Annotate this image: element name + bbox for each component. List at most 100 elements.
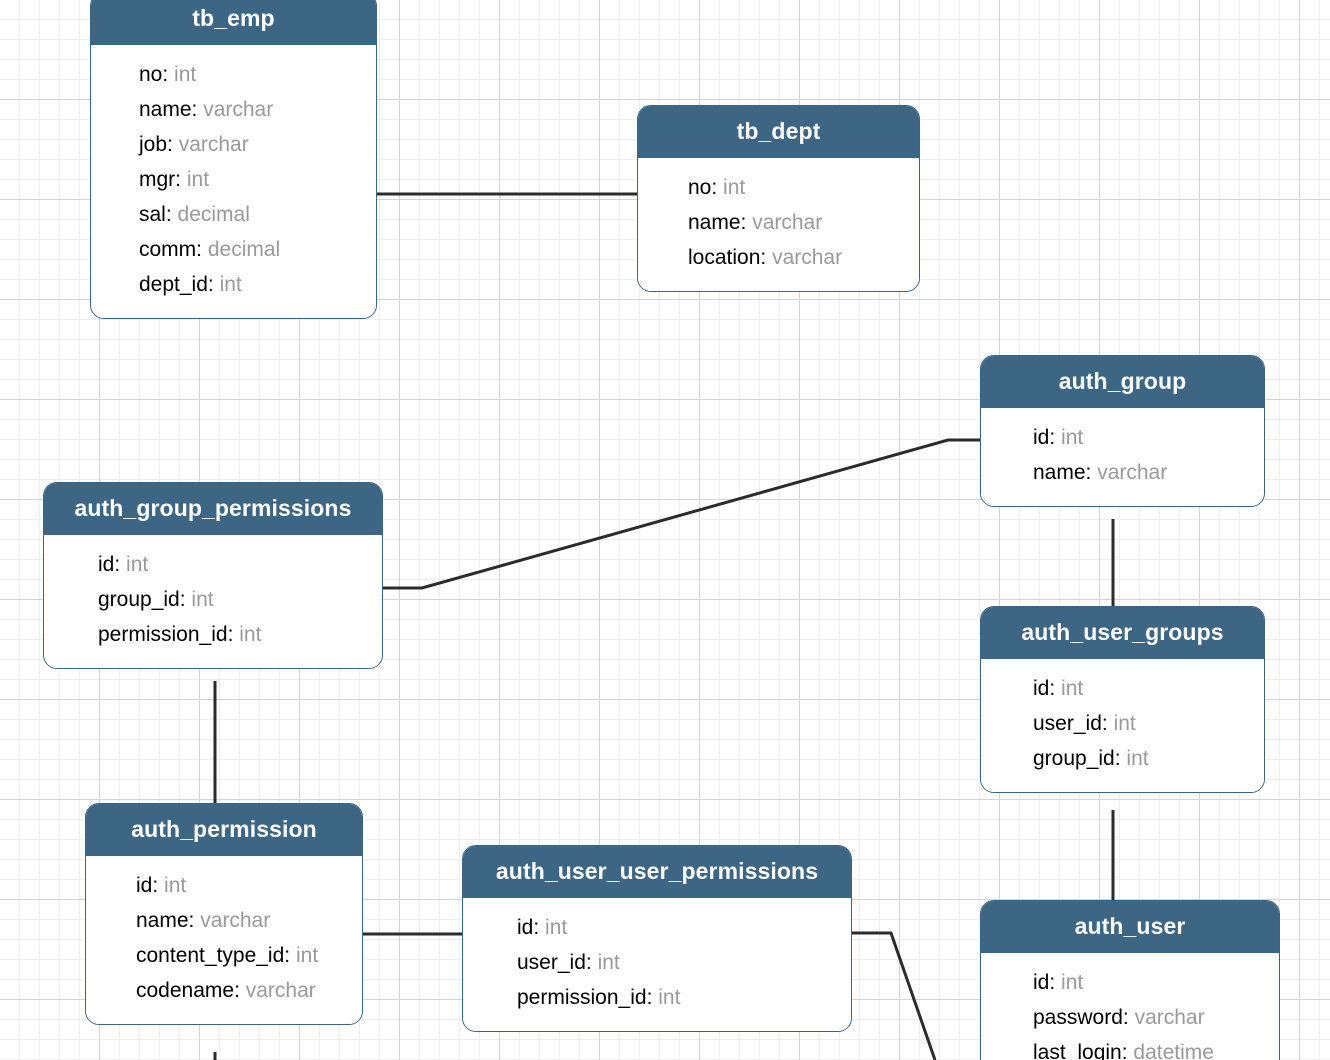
field-name: name <box>688 211 741 234</box>
entity-auth_user_groups[interactable]: auth_user_groups id: int user_id: int gr… <box>980 606 1265 793</box>
field-row: no: int <box>139 63 197 86</box>
field-row: location: varchar <box>688 246 843 269</box>
field-type: int <box>174 63 197 86</box>
field-row: no: int <box>688 176 746 199</box>
field-type: varchar <box>178 133 249 156</box>
field-type: int <box>597 951 620 974</box>
field-type: varchar <box>203 98 274 121</box>
field-name: id <box>517 916 534 939</box>
field-type: int <box>545 916 568 939</box>
entity-auth_permission[interactable]: auth_permission id: int name: varchar co… <box>85 803 363 1025</box>
entity-title-auth_user_user_permissions: auth_user_user_permissions <box>463 846 851 898</box>
entity-fields-tb_dept: no: int name: varchar location: varchar <box>638 158 919 291</box>
field-name: group_id <box>98 588 180 611</box>
field-row: mgr: int <box>139 168 210 191</box>
field-name: codename <box>136 979 235 1002</box>
field-row: group_id: int <box>1033 747 1149 770</box>
field-name: mgr <box>139 168 176 191</box>
field-type: int <box>1061 426 1084 449</box>
field-type: decimal <box>177 203 250 226</box>
field-row: comm: decimal <box>139 238 281 261</box>
field-type: datetime <box>1133 1041 1214 1060</box>
entity-auth_user_user_permissions[interactable]: auth_user_user_permissions id: int user_… <box>462 845 852 1032</box>
field-type: int <box>1061 677 1084 700</box>
field-type: varchar <box>1097 461 1168 484</box>
field-name: name <box>139 98 192 121</box>
field-row: permission_id: int <box>98 623 262 646</box>
field-name: sal <box>139 203 166 226</box>
field-name: id <box>1033 677 1050 700</box>
field-type: int <box>723 176 746 199</box>
field-type: int <box>186 168 210 191</box>
field-type: varchar <box>772 246 843 269</box>
field-row: password: varchar <box>1033 1006 1205 1029</box>
field-row: name: varchar <box>688 211 823 234</box>
field-name: password <box>1033 1006 1123 1029</box>
field-row: dept_id: int <box>139 273 242 296</box>
field-name: location <box>688 246 761 269</box>
entity-fields-auth_group: id: int name: varchar <box>981 408 1264 506</box>
entity-fields-auth_group_permissions: id: int group_id: int permission_id: int <box>44 535 382 668</box>
entity-fields-tb_emp: no: int name: varchar job: varchar mgr: … <box>91 45 376 318</box>
field-name: name <box>136 909 189 932</box>
field-row: name: varchar <box>1033 461 1168 484</box>
field-name: id <box>1033 971 1050 994</box>
entity-auth_user[interactable]: auth_user id: int password: varchar last… <box>980 900 1280 1060</box>
entity-title-auth_user_groups: auth_user_groups <box>981 607 1264 659</box>
entity-tb_dept[interactable]: tb_dept no: int name: varchar location: … <box>637 105 920 292</box>
field-name: id <box>98 553 115 576</box>
field-type: varchar <box>752 211 823 234</box>
field-type: int <box>191 588 214 611</box>
entity-auth_group_permissions[interactable]: auth_group_permissions id: int group_id:… <box>43 482 383 669</box>
field-type: int <box>219 273 242 296</box>
field-type: int <box>295 944 319 967</box>
entity-tb_emp[interactable]: tb_emp no: int name: varchar job: varcha… <box>90 0 377 319</box>
entity-title-tb_dept: tb_dept <box>638 106 919 158</box>
entity-title-auth_group_permissions: auth_group_permissions <box>44 483 382 535</box>
field-name: name <box>1033 461 1086 484</box>
entity-fields-auth_permission: id: int name: varchar content_type_id: i… <box>86 856 362 1024</box>
field-type: int <box>126 553 149 576</box>
field-type: int <box>1126 747 1149 770</box>
field-row: id: int <box>1033 971 1084 994</box>
field-row: id: int <box>517 916 568 939</box>
field-row: permission_id: int <box>517 986 681 1009</box>
field-name: id <box>136 874 153 897</box>
field-name: group_id <box>1033 747 1115 770</box>
field-type: decimal <box>207 238 281 261</box>
field-name: last_login <box>1033 1041 1122 1060</box>
field-name: permission_id <box>98 623 228 646</box>
field-name: permission_id <box>517 986 647 1009</box>
entity-title-auth_permission: auth_permission <box>86 804 362 856</box>
field-name: no <box>688 176 712 199</box>
field-type: varchar <box>200 909 271 932</box>
entity-fields-auth_user_groups: id: int user_id: int group_id: int <box>981 659 1264 792</box>
field-row: content_type_id: int <box>136 944 319 967</box>
entity-title-tb_emp: tb_emp <box>91 0 376 45</box>
field-name: no <box>139 63 163 86</box>
field-row: last_login: datetime <box>981 1035 1279 1060</box>
field-row: name: varchar <box>136 909 271 932</box>
field-row: id: int <box>136 874 187 897</box>
field-name: dept_id <box>139 273 208 296</box>
field-type: int <box>1061 971 1084 994</box>
field-name: comm <box>139 238 197 261</box>
edge-auth_group_permissions-auth_group <box>383 438 982 590</box>
field-row: id: int <box>1033 677 1084 700</box>
entity-title-auth_user: auth_user <box>981 901 1279 953</box>
field-type: int <box>239 623 262 646</box>
field-row: name: varchar <box>139 98 274 121</box>
entity-fields-auth_user_user_permissions: id: int user_id: int permission_id: int <box>463 898 851 1031</box>
field-type: int <box>164 874 187 897</box>
field-name: id <box>1033 426 1050 449</box>
field-type: varchar <box>245 979 316 1002</box>
field-row: sal: decimal <box>139 203 250 226</box>
entity-title-auth_group: auth_group <box>981 356 1264 408</box>
field-type: int <box>1113 712 1136 735</box>
field-name: job <box>139 133 168 156</box>
field-row: codename: varchar <box>136 979 316 1002</box>
entity-auth_group[interactable]: auth_group id: int name: varchar <box>980 355 1265 507</box>
field-row: group_id: int <box>98 588 214 611</box>
field-name: content_type_id <box>136 944 285 967</box>
